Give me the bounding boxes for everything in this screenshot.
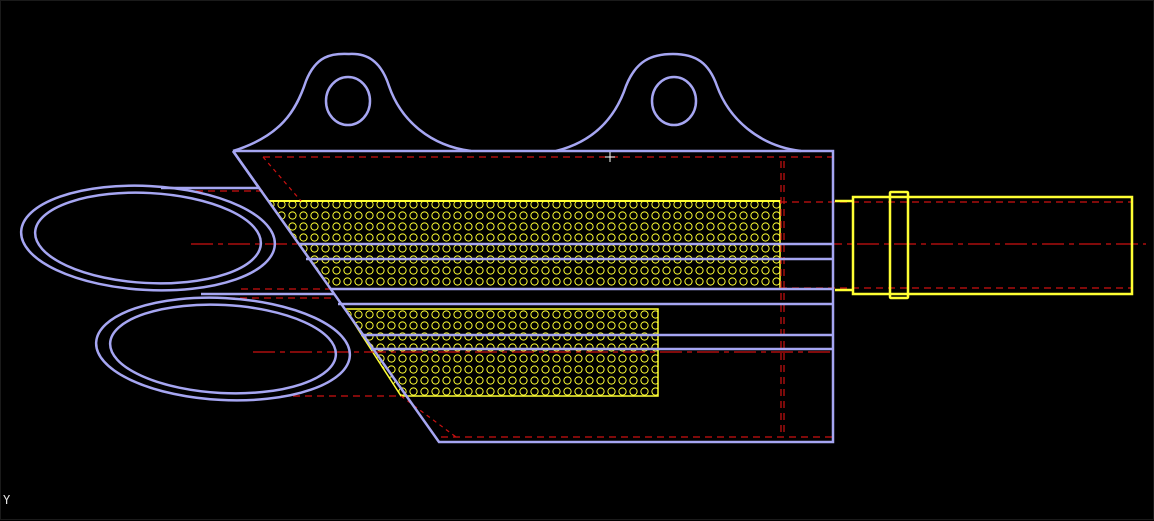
mounting-bracket-left [232, 52, 472, 153]
lower-outlet-tip [94, 296, 352, 402]
ucs-y-label: Y [3, 493, 11, 507]
inlet-collar [888, 190, 910, 300]
ucs-axis-icon: Y [3, 493, 10, 507]
mounting-bracket-right [555, 52, 802, 153]
crosshair-cursor-icon [605, 152, 615, 162]
muffler-body [161, 149, 835, 444]
upper-outlet-tip [19, 184, 277, 292]
centerlines [191, 156, 1146, 438]
lower-perforated-tube [343, 308, 659, 397]
inlet-pipe [835, 195, 1134, 296]
